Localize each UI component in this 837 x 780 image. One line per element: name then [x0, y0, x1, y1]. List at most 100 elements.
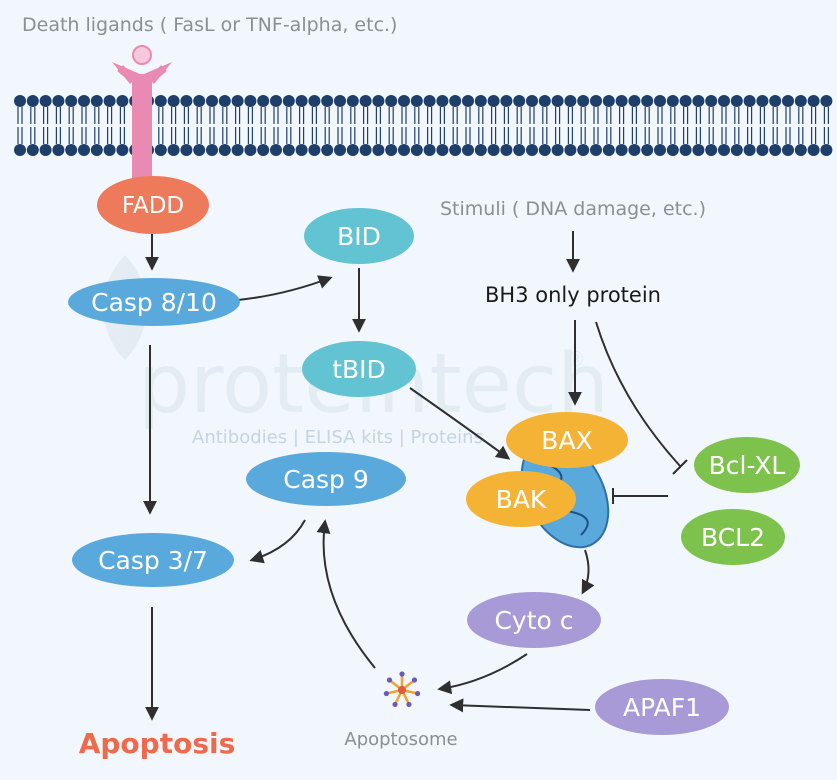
membrane-head-inner	[513, 144, 526, 156]
membrane-head-inner	[782, 144, 794, 156]
membrane-head-inner	[756, 144, 769, 156]
membrane-head-outer	[577, 95, 590, 107]
membrane-tail	[119, 107, 125, 144]
membrane-head-outer	[270, 95, 282, 107]
arrow-apoptosome-casp9	[316, 519, 376, 669]
membrane-head-inner	[666, 144, 679, 156]
membrane-head-outer	[500, 95, 513, 107]
membrane-head-inner	[436, 144, 449, 156]
membrane-head-outer	[449, 95, 462, 107]
membrane-tail	[311, 107, 317, 144]
membrane-head-inner	[39, 144, 52, 156]
membrane-head-inner	[52, 144, 65, 156]
membrane-head-inner	[167, 144, 180, 156]
membrane-head-outer	[308, 95, 321, 107]
membrane-head-inner	[423, 144, 436, 156]
membrane-head-outer	[346, 95, 359, 107]
membrane-tail	[273, 107, 279, 144]
membrane-head-inner	[270, 144, 282, 156]
membrane-head-inner	[78, 144, 90, 156]
membrane-tail	[503, 107, 509, 144]
membrane-tail	[324, 107, 330, 144]
membrane-head-outer	[14, 95, 26, 107]
node-bcl2-label: BCL2	[701, 523, 765, 552]
membrane-head-outer	[410, 95, 423, 107]
node-bax-label: BAX	[541, 426, 592, 455]
apoptosome-tip	[406, 701, 412, 708]
membrane-head-inner	[628, 144, 641, 156]
node-bak-label: BAK	[496, 485, 547, 514]
membrane-tail	[427, 107, 433, 144]
membrane-head-outer	[564, 95, 577, 107]
membrane-head-inner	[410, 144, 423, 156]
membrane-tail	[414, 107, 420, 144]
pathway-arrows	[143, 231, 688, 721]
membrane-head-inner	[308, 144, 321, 156]
membrane-head-inner	[577, 144, 590, 156]
membrane-tail	[350, 107, 356, 144]
arrow-casp9-casp37	[249, 519, 306, 564]
membrane-head-outer	[462, 95, 474, 107]
membrane-head-outer	[487, 95, 500, 107]
membrane-head-outer	[244, 95, 257, 107]
membrane-head-outer	[743, 95, 756, 107]
arrow-casp810-bid	[237, 275, 333, 301]
membrane-head-inner	[474, 144, 487, 156]
apoptosome-tip	[414, 690, 421, 697]
node-tbid: tBID	[302, 341, 416, 397]
membrane-head-outer	[103, 95, 116, 107]
membrane-head-outer	[615, 95, 628, 107]
membrane-tail	[567, 107, 573, 144]
node-casp37-label: Casp 3/7	[98, 546, 208, 575]
membrane-tail	[209, 107, 215, 144]
membrane-head-outer	[513, 95, 526, 107]
node-tbid-label: tBID	[332, 355, 386, 384]
membrane-head-outer	[782, 95, 794, 107]
membrane-head-inner	[295, 144, 308, 156]
membrane-tail	[183, 107, 189, 144]
membrane-head-inner	[526, 144, 538, 156]
membrane-head-outer	[231, 95, 244, 107]
membrane-tail	[158, 107, 164, 144]
membrane-head-outer	[628, 95, 641, 107]
node-casp9-label: Casp 9	[283, 465, 369, 494]
membrane-head-inner	[346, 144, 359, 156]
membrane-head-inner	[654, 144, 666, 156]
membrane-head-inner	[65, 144, 78, 156]
membrane-tail	[17, 107, 23, 144]
membrane-head-inner	[602, 144, 615, 156]
membrane-head-inner	[90, 144, 103, 156]
membrane-head-outer	[538, 95, 551, 107]
membrane-head-outer	[65, 95, 78, 107]
node-casp810-label: Casp 8/10	[91, 288, 217, 317]
membrane-head-outer	[692, 95, 705, 107]
membrane-head-inner	[590, 144, 602, 156]
membrane-head-outer	[730, 95, 743, 107]
membrane-head-outer	[321, 95, 334, 107]
membrane-tail	[30, 107, 36, 144]
membrane-head-inner	[500, 144, 513, 156]
membrane-head-inner	[398, 144, 410, 156]
membrane-tail	[235, 107, 241, 144]
node-fadd-label: FADD	[122, 193, 184, 219]
node-bax: BAX	[506, 412, 628, 468]
membrane-head-outer	[206, 95, 218, 107]
apoptosome-label: Apoptosome	[344, 729, 457, 750]
membrane-head-inner	[692, 144, 705, 156]
death-receptor	[112, 45, 172, 202]
membrane-tail	[619, 107, 625, 144]
membrane-tail	[606, 107, 612, 144]
membrane-tail	[196, 107, 202, 144]
arrow-tbid-bax	[409, 387, 511, 460]
apoptosis-label: Apoptosis	[79, 727, 236, 760]
membrane-head-outer	[679, 95, 692, 107]
membrane-head-outer	[718, 95, 730, 107]
membrane-head-outer	[398, 95, 410, 107]
apoptosome-tip	[411, 677, 418, 683]
membrane-head-outer	[641, 95, 654, 107]
membrane-head-outer	[436, 95, 449, 107]
membrane-tail	[299, 107, 305, 144]
membrane-tail	[823, 107, 829, 144]
